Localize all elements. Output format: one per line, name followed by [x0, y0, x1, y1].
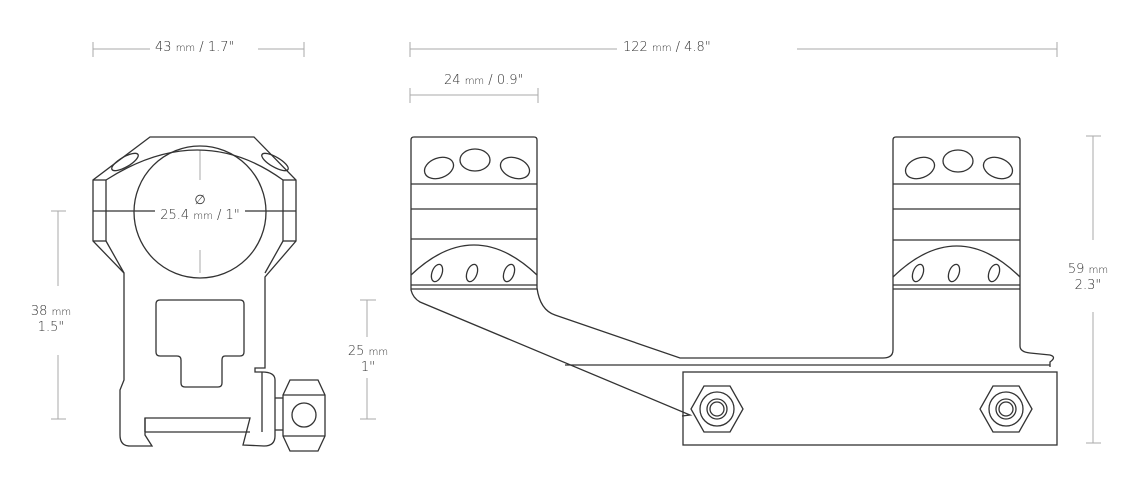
sep: / [484, 73, 497, 88]
value: 43 [155, 40, 172, 55]
front-view [92, 136, 326, 452]
side-height-label: 59 mm 2.3" [1063, 262, 1113, 293]
sep: / [212, 208, 226, 223]
value: 25 [347, 344, 365, 359]
unit: mm [368, 347, 389, 358]
sep: / [671, 40, 685, 55]
value: 38 [30, 304, 48, 319]
rail-height-label: 25 mm 1" [343, 344, 393, 375]
value: 59 [1067, 262, 1085, 277]
unit: mm [193, 211, 213, 222]
front-height-label: 38 mm 1.5" [26, 304, 76, 335]
diameter-symbol-icon: ∅ [194, 193, 206, 208]
imperial: 1" [225, 208, 240, 223]
front-width-label: 43 mm / 1.7" [155, 40, 234, 55]
imperial: 1.7" [207, 40, 235, 55]
unit: mm [51, 307, 72, 318]
ring-width-label: 24 mm / 0.9" [444, 73, 523, 88]
side-length-label: 122 mm / 4.8" [623, 40, 711, 55]
imperial: 0.9" [496, 73, 524, 88]
unit: mm [175, 43, 196, 54]
value: 25.4 [160, 208, 190, 223]
dimension-lines [51, 42, 1101, 444]
side-view [410, 136, 1058, 446]
tube-diameter-label: ∅ 25.4 mm / 1" [150, 193, 250, 223]
unit: mm [464, 76, 485, 87]
unit: mm [1088, 265, 1109, 276]
imperial: 4.8" [684, 40, 711, 55]
sep: / [195, 40, 208, 55]
value: 24 [444, 73, 461, 88]
value: 122 [623, 40, 648, 55]
unit: mm [651, 43, 672, 54]
imperial: 1" [360, 360, 376, 375]
imperial: 2.3" [1074, 278, 1102, 293]
imperial: 1.5" [37, 320, 65, 335]
